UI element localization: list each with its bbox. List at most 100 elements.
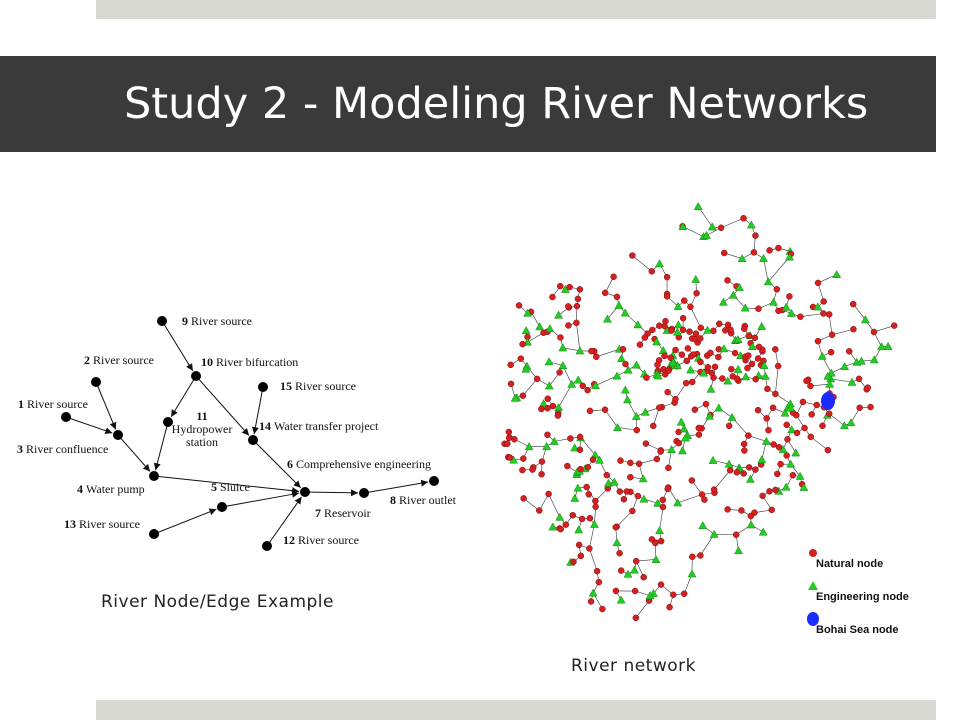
network-edge: [589, 548, 598, 572]
natural-node: [576, 446, 584, 454]
network-edge: [595, 375, 618, 386]
natural-node: [726, 467, 734, 474]
engineering-node: [786, 308, 796, 317]
engineering-node: [761, 436, 771, 445]
natural-node: [575, 541, 583, 549]
engineering-node: [677, 446, 687, 455]
engineering-node: [555, 512, 565, 521]
natural-node: [808, 411, 815, 418]
natural-node: [505, 434, 513, 442]
natural-node: [720, 249, 728, 257]
engineering-node: [708, 455, 718, 464]
top-decor-band: [96, 0, 936, 19]
natural-node: [634, 492, 642, 500]
natural-node: [579, 382, 587, 390]
engineering-node: [667, 445, 676, 453]
diagram-node-13: [149, 529, 159, 539]
natural-node: [669, 591, 677, 599]
natural-node: [538, 470, 545, 478]
engineering-node: [602, 314, 612, 323]
natural-node: [740, 440, 748, 448]
natural-node: [665, 367, 672, 375]
diagram-edge-n9-n10: [161, 320, 194, 372]
natural-node: [536, 507, 543, 514]
network-edge: [677, 494, 703, 504]
engineering-node: [521, 326, 531, 335]
engineering-node: [612, 538, 622, 547]
natural-node: [601, 289, 609, 297]
natural-node: [587, 598, 595, 605]
natural-node: [814, 337, 822, 345]
engineering-node: [823, 371, 833, 380]
natural-node: [725, 422, 733, 430]
diagram-node-9: [157, 316, 167, 326]
engineering-node: [791, 448, 801, 457]
diagram-edge-n13-n5: [153, 508, 217, 535]
engineering-node: [510, 393, 520, 402]
natural-node: [683, 357, 691, 365]
natural-node: [504, 440, 511, 447]
natural-node: [663, 293, 671, 300]
natural-node: [599, 605, 606, 613]
network-edge: [720, 217, 744, 229]
natural-node: [554, 412, 562, 419]
engineering-node: [544, 381, 554, 390]
natural-node: [593, 353, 600, 361]
natural-node: [807, 433, 815, 441]
natural-node: [724, 506, 731, 513]
natural-node: [814, 279, 822, 287]
engineering-node: [757, 321, 767, 330]
natural-node: [689, 553, 696, 561]
diagram-node-12: [262, 541, 272, 551]
natural-node: [603, 471, 611, 479]
engineering-node: [652, 337, 662, 346]
engineering-node: [679, 424, 689, 433]
engineering-node: [558, 361, 568, 370]
engineering-node: [573, 375, 583, 384]
natural-node: [533, 375, 541, 383]
engineering-node: [707, 222, 717, 231]
engineering-node: [703, 325, 712, 334]
natural-node: [775, 443, 783, 451]
engineering-node: [728, 290, 738, 299]
network-edge: [558, 384, 572, 408]
diagram-caption: River Node/Edge Example: [101, 592, 334, 612]
natural-node: [519, 466, 526, 474]
diagram-node-label-1: 1 River source: [18, 397, 88, 411]
engineering-node: [825, 379, 835, 388]
natural-node: [688, 378, 696, 386]
natural-node: [766, 488, 773, 495]
natural-node: [507, 361, 514, 369]
natural-node: [738, 507, 745, 514]
natural-node: [688, 477, 696, 484]
diagram-edge-n3-n4: [117, 434, 151, 472]
engineering-node: [554, 402, 564, 411]
engineering-node: [883, 341, 893, 350]
natural-node: [864, 384, 872, 391]
natural-node: [707, 349, 714, 357]
natural-node: [679, 326, 687, 334]
diagram-node-6: [300, 487, 310, 497]
natural-node: [825, 410, 833, 417]
natural-node: [682, 379, 690, 387]
natural-node: [519, 392, 527, 399]
natural-node: [566, 283, 573, 291]
engineering-node: [832, 270, 842, 278]
network-edge: [616, 510, 633, 527]
engineering-node: [614, 300, 624, 309]
engineering-node: [687, 569, 697, 578]
natural-node: [653, 455, 661, 463]
natural-node: [631, 587, 639, 595]
engineering-node: [869, 355, 879, 364]
engineering-node: [723, 376, 733, 385]
engineering-node: [780, 408, 790, 417]
engineering-node: [733, 364, 743, 373]
natural-node: [517, 355, 525, 362]
engineering-node: [846, 418, 856, 427]
engineering-node: [847, 377, 857, 386]
natural-node: [616, 488, 624, 495]
engineering-node: [630, 565, 639, 574]
natural-node: [650, 422, 657, 430]
natural-node: [786, 293, 793, 300]
